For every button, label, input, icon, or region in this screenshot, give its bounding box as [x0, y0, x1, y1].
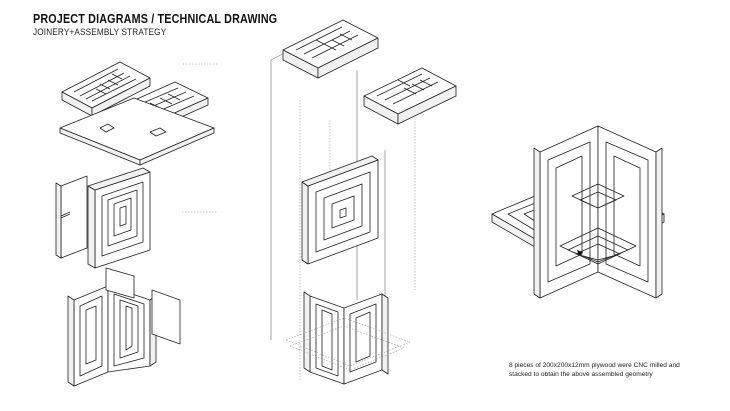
center-flat-maze-top — [282, 19, 379, 79]
left-flat-maze-upper — [61, 61, 151, 117]
center-stacked-panels — [285, 291, 411, 385]
assembled-geometry — [491, 125, 665, 299]
caption-text: 8 pieces of 200x200x12mm plywood were CN… — [509, 362, 680, 379]
center-flat-maze-second — [363, 67, 457, 125]
page-title: PROJECT DIAGRAMS / TECHNICAL DRAWING — [33, 12, 278, 26]
left-flat-plate — [59, 97, 215, 166]
left-maze-panel-middle — [87, 167, 151, 269]
center-maze-panel — [301, 155, 379, 265]
left-maze-panel-bottom — [67, 267, 181, 387]
left-vertical-slab — [55, 175, 88, 259]
page-subtitle: JOINERY+ASSEMBLY STRATEGY — [33, 27, 167, 38]
